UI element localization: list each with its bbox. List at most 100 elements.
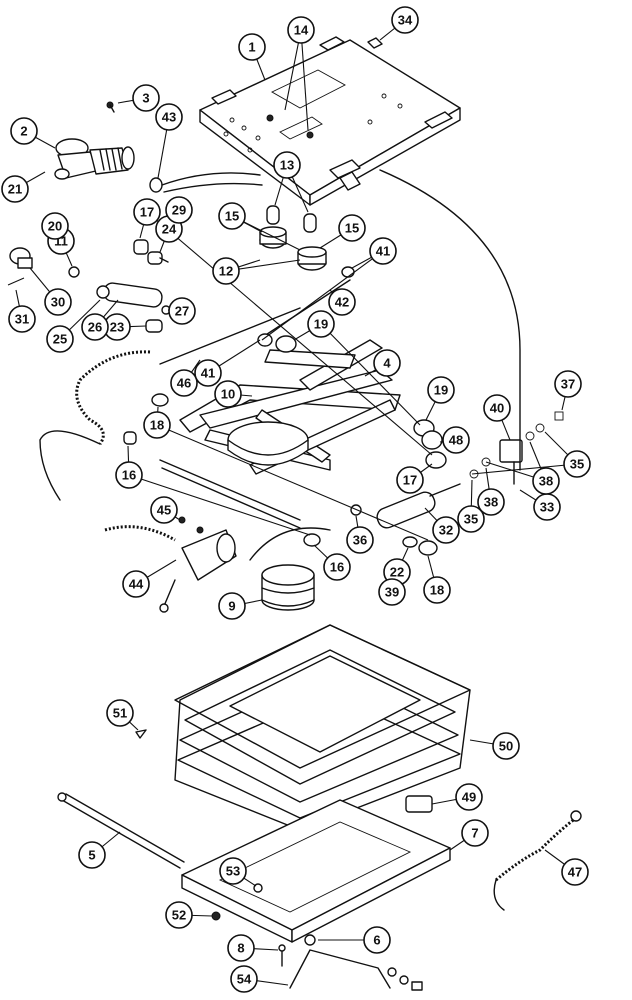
callout-53: 53 (219, 857, 247, 885)
callout-31: 31 (8, 305, 36, 333)
leader-line-41 (261, 250, 384, 341)
leader-line-19 (320, 323, 421, 426)
callout-number: 20 (48, 219, 62, 234)
callout-circle (561, 858, 589, 886)
callout-circle (219, 857, 247, 885)
adjust-cylinder (96, 282, 171, 333)
callout-circle (218, 592, 246, 620)
callout-circle (168, 297, 196, 325)
callout-38: 38 (477, 488, 505, 516)
callout-circle (532, 467, 560, 495)
seat-top-plate (199, 36, 461, 206)
callout-1: 1 (238, 33, 266, 61)
callout-circle (461, 819, 489, 847)
callout-52: 52 (165, 901, 193, 929)
callout-circle (378, 578, 406, 606)
fitting (149, 177, 163, 193)
callout-number: 26 (88, 320, 102, 335)
callout-circle (150, 496, 178, 524)
knob (9, 247, 33, 269)
callout-number: 16 (330, 560, 344, 575)
callout-circle (338, 214, 366, 242)
callout-circle (554, 370, 582, 398)
callout-number: 23 (110, 320, 124, 335)
callout-number: 19 (434, 383, 448, 398)
callout-number: 18 (150, 418, 164, 433)
callout-54: 54 (230, 965, 258, 993)
callout-number: 33 (540, 500, 554, 515)
callout-number: 54 (237, 972, 252, 987)
callout-circle (563, 450, 591, 478)
callout-circle (214, 380, 242, 408)
leader-line-35 (471, 463, 578, 475)
callout-circle (122, 570, 150, 598)
callout-number: 15 (225, 209, 239, 224)
callout-19: 19 (427, 376, 455, 404)
callout-number: 24 (162, 222, 177, 237)
callout-34: 34 (391, 6, 419, 34)
callout-circle (423, 576, 451, 604)
callout-number: 19 (314, 317, 328, 332)
callout-circle (455, 783, 483, 811)
callout-number: 32 (439, 523, 453, 538)
callout-circle (81, 313, 109, 341)
callout-number: 39 (385, 585, 399, 600)
callout-2: 2 (10, 117, 38, 145)
callout-number: 13 (280, 158, 294, 173)
callout-circle (363, 926, 391, 954)
callout-circle (78, 841, 106, 869)
callout-9: 9 (218, 592, 246, 620)
leader-line-18 (156, 424, 429, 541)
callout-number: 50 (499, 739, 513, 754)
callout-number: 30 (51, 295, 65, 310)
scissor-mechanism (179, 339, 401, 475)
base-plate (181, 799, 451, 943)
callout-38: 38 (532, 467, 560, 495)
callout-circle (396, 466, 424, 494)
callout-number: 10 (221, 387, 235, 402)
callout-17: 17 (133, 198, 161, 226)
callout-50: 50 (492, 732, 520, 760)
callout-number: 17 (403, 473, 417, 488)
callout-number: 5 (88, 848, 95, 863)
spacer-left (266, 205, 280, 225)
callout-circle (165, 901, 193, 929)
callout-number: 40 (490, 401, 504, 416)
switch-assembly (178, 516, 237, 581)
callout-5: 5 (78, 841, 106, 869)
callout-4: 4 (373, 349, 401, 377)
callout-circle (238, 33, 266, 61)
callout-6: 6 (363, 926, 391, 954)
callout-circle (432, 516, 460, 544)
callout-number: 35 (464, 512, 478, 527)
callout-number: 49 (462, 790, 476, 805)
callout-39: 39 (378, 578, 406, 606)
callout-49: 49 (455, 783, 483, 811)
callout-circle (165, 196, 193, 224)
callout-29: 29 (165, 196, 193, 224)
callout-43: 43 (155, 103, 183, 131)
callout-number: 4 (383, 356, 391, 371)
callout-35: 35 (563, 450, 591, 478)
callout-number: 42 (335, 295, 349, 310)
callout-number: 37 (561, 377, 575, 392)
callout-number: 36 (353, 533, 367, 548)
callout-number: 48 (449, 433, 463, 448)
bushing-17 (133, 239, 149, 255)
callout-circle (369, 237, 397, 265)
callout-circle (133, 198, 161, 226)
callout-12: 12 (212, 257, 240, 285)
leader-line-17 (146, 211, 433, 456)
callout-number: 52 (172, 908, 186, 923)
callout-circle (442, 426, 470, 454)
callout-circle (346, 526, 374, 554)
callout-circle (391, 6, 419, 34)
callout-circle (1, 175, 29, 203)
callout-number: 8 (237, 941, 244, 956)
callout-number: 44 (129, 577, 144, 592)
callout-number: 22 (390, 565, 404, 580)
callout-circle (492, 732, 520, 760)
callout-circle (218, 202, 246, 230)
callout-number: 35 (570, 457, 584, 472)
callout-circle (307, 310, 335, 338)
